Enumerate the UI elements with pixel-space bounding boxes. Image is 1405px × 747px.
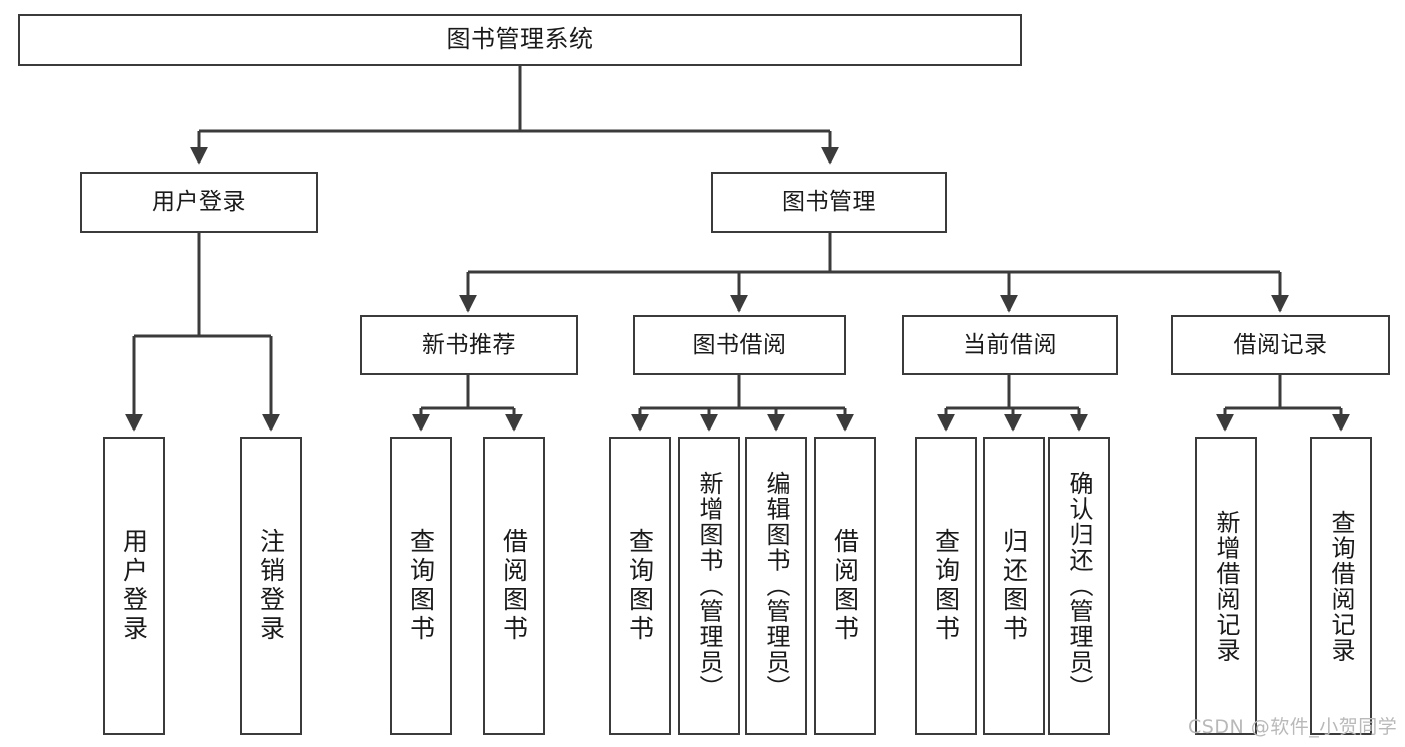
node-new-book-recommend[interactable]: 新书推荐 (360, 315, 578, 375)
node-borrow-record[interactable]: 借阅记录 (1171, 315, 1390, 375)
node-label: 编辑图书（管理员） (762, 471, 790, 701)
leaf-book-borrow-add-book-admin[interactable]: 新增图书（管理员） (678, 437, 740, 735)
leaf-book-borrow-query-book[interactable]: 查询图书 (609, 437, 671, 735)
leaf-current-borrow-return-book[interactable]: 归还图书 (983, 437, 1045, 735)
leaf-new-book-query-book[interactable]: 查询图书 (390, 437, 452, 735)
node-label: 归还图书 (999, 528, 1029, 644)
node-label: 借阅记录 (1233, 331, 1328, 358)
node-label: 确认归还（管理员） (1065, 471, 1093, 701)
node-label: 新增图书（管理员） (695, 471, 723, 701)
node-label: 查询图书 (406, 528, 436, 644)
leaf-user-login-login[interactable]: 用户登录 (103, 437, 165, 735)
node-label: 借阅图书 (830, 528, 860, 644)
node-user-login[interactable]: 用户登录 (80, 172, 318, 233)
node-label: 图书管理 (782, 189, 876, 216)
node-label: 图书管理系统 (446, 25, 594, 54)
leaf-user-login-logout[interactable]: 注销登录 (240, 437, 302, 735)
node-label: 查询图书 (625, 528, 655, 644)
node-current-borrow[interactable]: 当前借阅 (902, 315, 1118, 375)
leaf-borrow-record-add-record[interactable]: 新增借阅记录 (1195, 437, 1257, 735)
node-label: 新增借阅记录 (1212, 509, 1240, 663)
node-label: 当前借阅 (963, 331, 1057, 358)
node-root-book-management-system[interactable]: 图书管理系统 (18, 14, 1022, 66)
node-label: 用户登录 (152, 189, 246, 216)
node-label: 用户登录 (119, 528, 149, 644)
leaf-borrow-record-query-record[interactable]: 查询借阅记录 (1310, 437, 1372, 735)
leaf-current-borrow-query-book[interactable]: 查询图书 (915, 437, 977, 735)
node-label: 注销登录 (256, 528, 286, 644)
leaf-book-borrow-edit-book-admin[interactable]: 编辑图书（管理员） (745, 437, 807, 735)
node-label: 图书借阅 (692, 331, 787, 358)
leaf-book-borrow-borrow-book[interactable]: 借阅图书 (814, 437, 876, 735)
node-book-management[interactable]: 图书管理 (711, 172, 947, 233)
node-label: 借阅图书 (499, 528, 529, 644)
node-book-borrow[interactable]: 图书借阅 (633, 315, 846, 375)
leaf-new-book-borrow-book[interactable]: 借阅图书 (483, 437, 545, 735)
node-label: 查询图书 (931, 528, 961, 644)
node-label: 查询借阅记录 (1327, 509, 1355, 663)
node-label: 新书推荐 (422, 331, 516, 358)
leaf-current-borrow-confirm-return-admin[interactable]: 确认归还（管理员） (1048, 437, 1110, 735)
